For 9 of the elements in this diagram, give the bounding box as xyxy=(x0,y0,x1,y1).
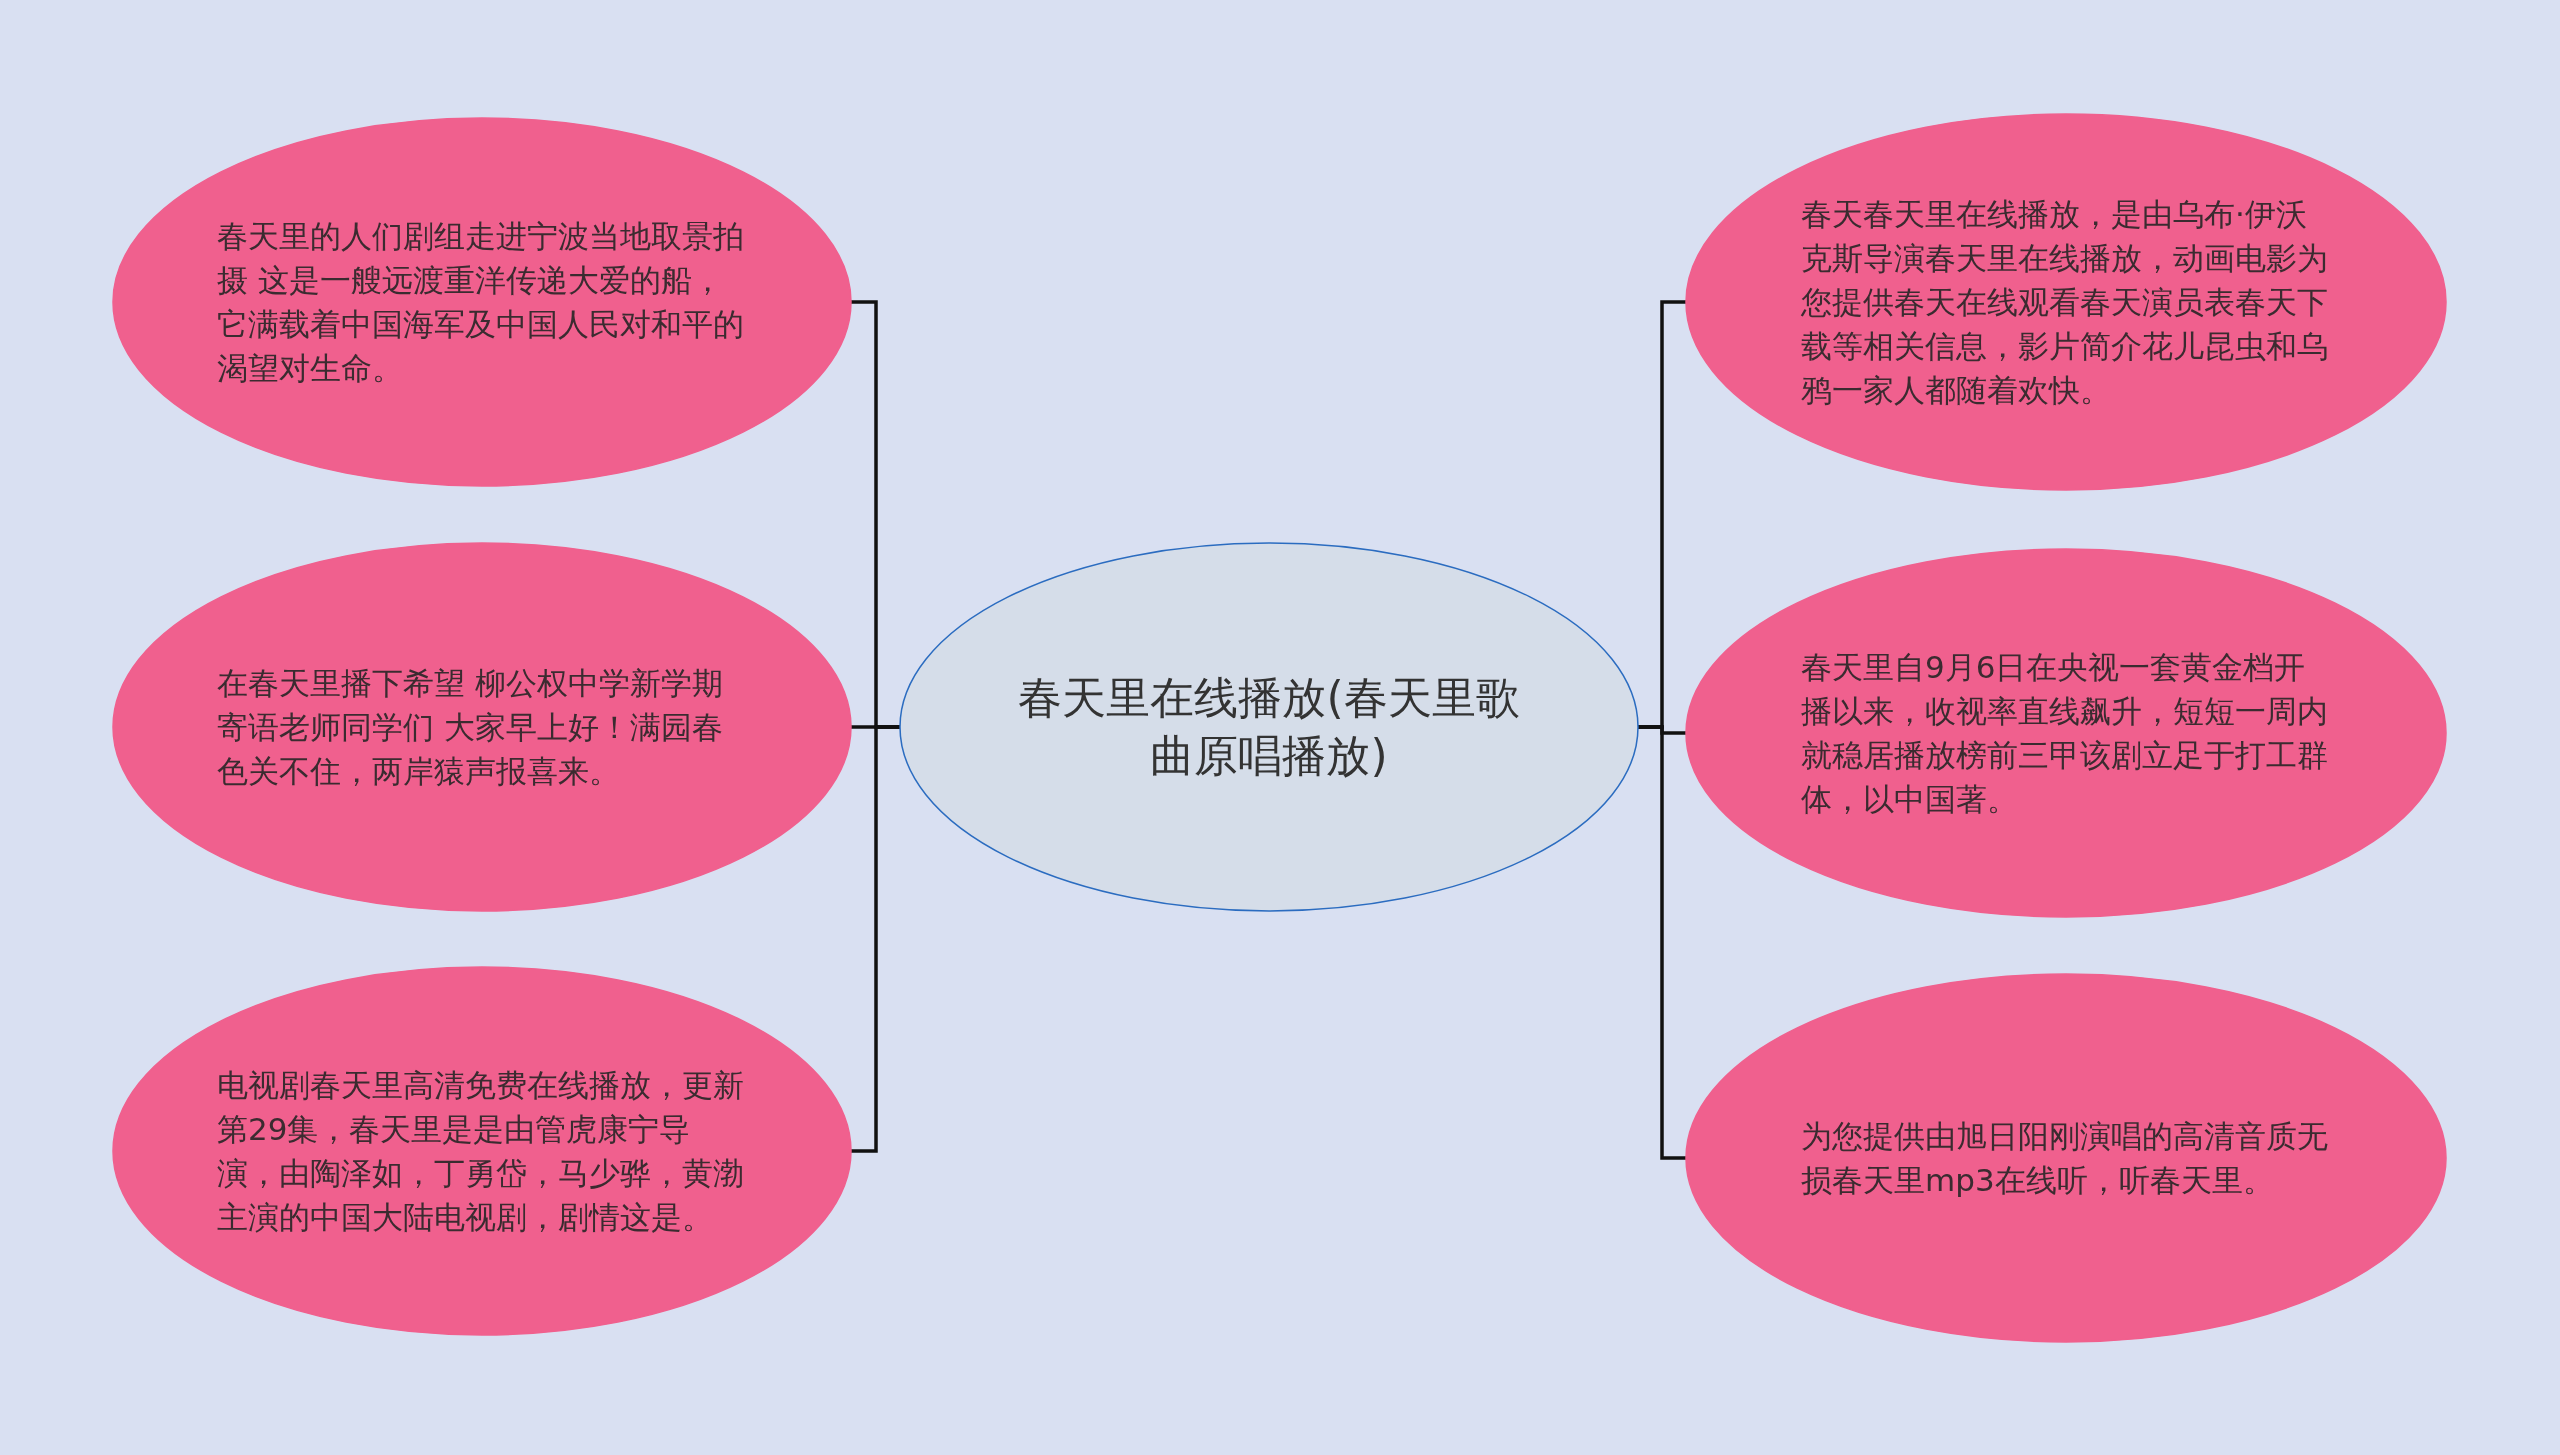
branch-text: 电视剧春天里高清免费在线播放，更新第29集，春天里是是由管虎康宁导演，由陶泽如，丁勇岱，马少骅，黄渤主演的中国大陆电视剧，剧情这是。 xyxy=(217,1066,745,1237)
branch-text: 春天里的人们剧组走进宁波当地取景拍摄 这是一艘远渡重洋传递大爱的船，它满载着中国海军及中国人民对和平的渴望对生命。 xyxy=(217,217,745,388)
topic-text: 春天里在线播放(春天里歌曲原唱播放) xyxy=(1017,671,1521,783)
connector-line xyxy=(1638,725,1686,1160)
connector-line xyxy=(851,725,900,1153)
branch-text: 为您提供由旭日阳刚演唱的高清音质无损春天里mp3在线听，听春天里。 xyxy=(1801,1117,2329,1200)
branch-text: 在春天里播下希望 柳公权中学新学期寄语老师同学们 大家早上好！满园春色关不住，两岸猿声报喜来。 xyxy=(217,664,724,791)
branch-text: 春天春天里在线播放，是由乌布·伊沃克斯导演春天里在线播放，动画电影为您提供春天在线观看春天演员表春天下载等相关信息，影片简介花儿昆虫和乌鸦一家人都随着欢快。 xyxy=(1801,195,2329,410)
branch-text: 春天里自9月6日在央视一套黄金档开播以来，收视率直线飙升，短短一周内就稳居播放榜前三甲该剧立足于打工群体，以中国著。 xyxy=(1801,648,2329,819)
